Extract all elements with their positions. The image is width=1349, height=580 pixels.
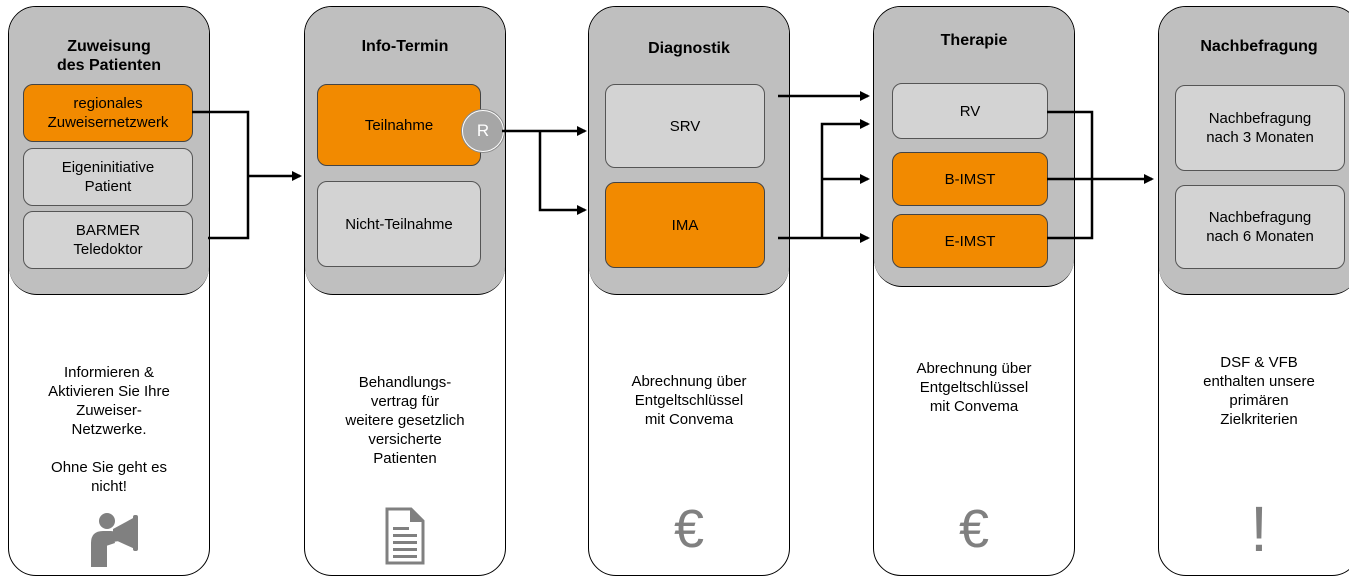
column-description: Informieren & Aktivieren Sie Ihre Zuweis… [48, 364, 170, 438]
box-e-imst: E-IMST [892, 214, 1048, 268]
euro-icon: € [673, 499, 705, 559]
column-title: Therapie [940, 32, 1008, 49]
box-barmer-teledoktor: BARMER Teledoktor [23, 211, 193, 269]
column-nachbefragung: Nachbefragung Nachbefragung nach 3 Monat… [1158, 6, 1349, 576]
box-regionales-zuweisernetzwerk: regionales Zuweisernetzwerk [23, 84, 193, 142]
box-nicht-teilnahme: Nicht-Teilnahme [317, 181, 481, 267]
arrow-to-ima [538, 131, 587, 215]
randomization-badge: R [462, 110, 504, 152]
column-zuweisung: Zuweisung des Patienten regionales Zuwei… [8, 6, 210, 576]
column-description: DSF & VFB enthalten unsere primären Ziel… [1203, 354, 1315, 428]
column-title: Diagnostik [648, 40, 730, 57]
column-info-termin: Info-Termin Teilnahme Nicht-Teilnahme Be… [304, 6, 506, 576]
column-description-extra: Ohne Sie geht es nicht! [51, 459, 167, 495]
column-therapie: Therapie RV B-IMST E-IMST Abrechnung übe… [873, 6, 1075, 576]
column-description: Abrechnung über Entgeltschlüssel mit Con… [631, 373, 747, 428]
euro-icon: € [958, 499, 990, 559]
box-eigeninitiative-patient: Eigeninitiative Patient [23, 148, 193, 206]
exclamation-icon: ! [1250, 493, 1268, 565]
column-description: Behandlungs- vertrag für weitere gesetzl… [345, 374, 465, 467]
megaphone-person-icon [9, 509, 209, 574]
box-nachbefragung-3-monate: Nachbefragung nach 3 Monaten [1175, 85, 1345, 171]
column-title: Info-Termin [361, 38, 449, 55]
column-description: Abrechnung über Entgeltschlüssel mit Con… [916, 360, 1032, 415]
box-teilnahme: Teilnahme [317, 84, 481, 166]
document-icon [305, 507, 505, 570]
box-ima: IMA [605, 182, 765, 268]
column-title: Zuweisung des Patienten [56, 38, 162, 74]
column-diagnostik: Diagnostik SRV IMA Abrechnung über Entge… [588, 6, 790, 576]
bracket-line [1047, 110, 1094, 240]
bracket-line [192, 110, 250, 240]
arrow-ima-to-rv [820, 119, 870, 238]
box-nachbefragung-6-monate: Nachbefragung nach 6 Monaten [1175, 185, 1345, 269]
box-srv: SRV [605, 84, 765, 168]
column-title: Nachbefragung [1200, 38, 1318, 55]
box-rv: RV [892, 83, 1048, 139]
box-b-imst: B-IMST [892, 152, 1048, 206]
